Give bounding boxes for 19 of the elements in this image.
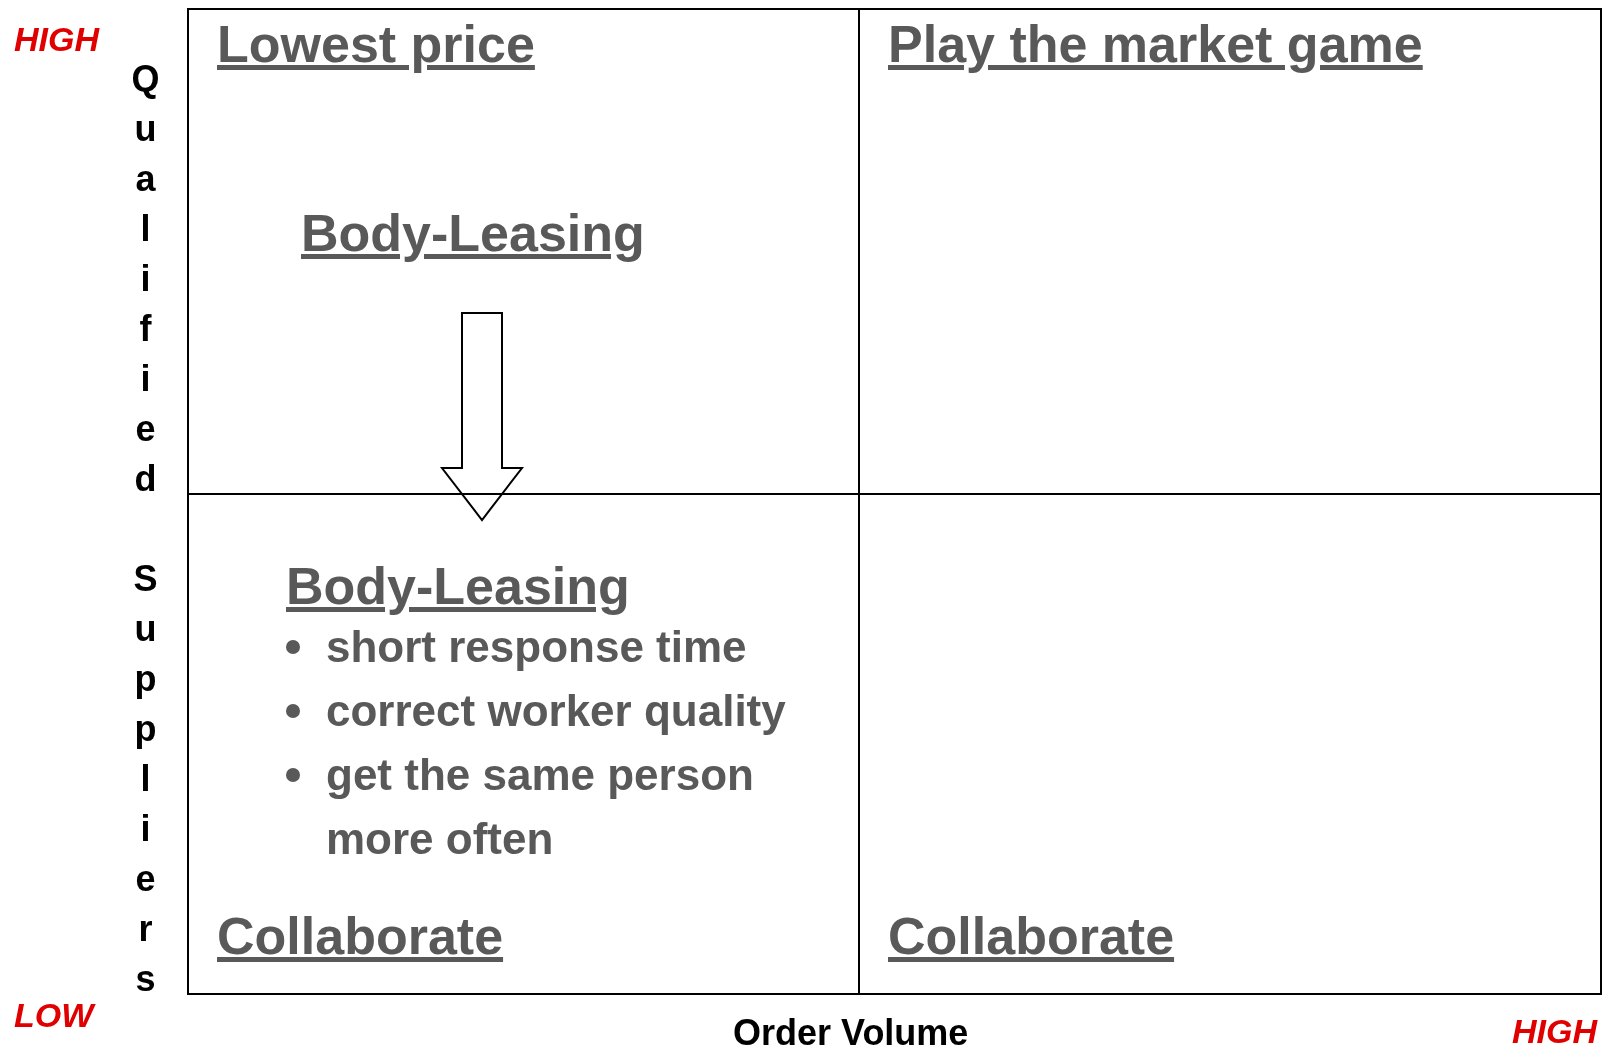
block-arrow <box>439 312 525 522</box>
axis-level-label: HIGH <box>14 20 99 59</box>
bullet-item: get the same person more often <box>326 749 755 866</box>
bullet-item: short response time <box>326 621 747 674</box>
quadrant-title: Lowest price <box>217 16 535 74</box>
axis-title: Qualified Suppliers <box>127 58 163 1008</box>
quadrant-title: Collaborate <box>217 907 504 965</box>
section-heading: Body-Leasing <box>286 558 630 616</box>
quadrant-title: Collaborate <box>888 907 1175 965</box>
quadrant-panel <box>187 8 860 495</box>
axis-level-label: HIGH <box>1512 1012 1597 1051</box>
quadrant-panel <box>187 493 860 995</box>
quadrant-panel <box>858 8 1602 495</box>
quadrant-title: Play the market game <box>888 16 1423 74</box>
axis-level-label: LOW <box>14 996 94 1035</box>
section-heading: Body-Leasing <box>301 205 645 263</box>
bullet-item: correct worker quality <box>326 685 786 738</box>
quadrant-panel <box>858 493 1602 995</box>
axis-title: Order Volume <box>733 1012 969 1053</box>
